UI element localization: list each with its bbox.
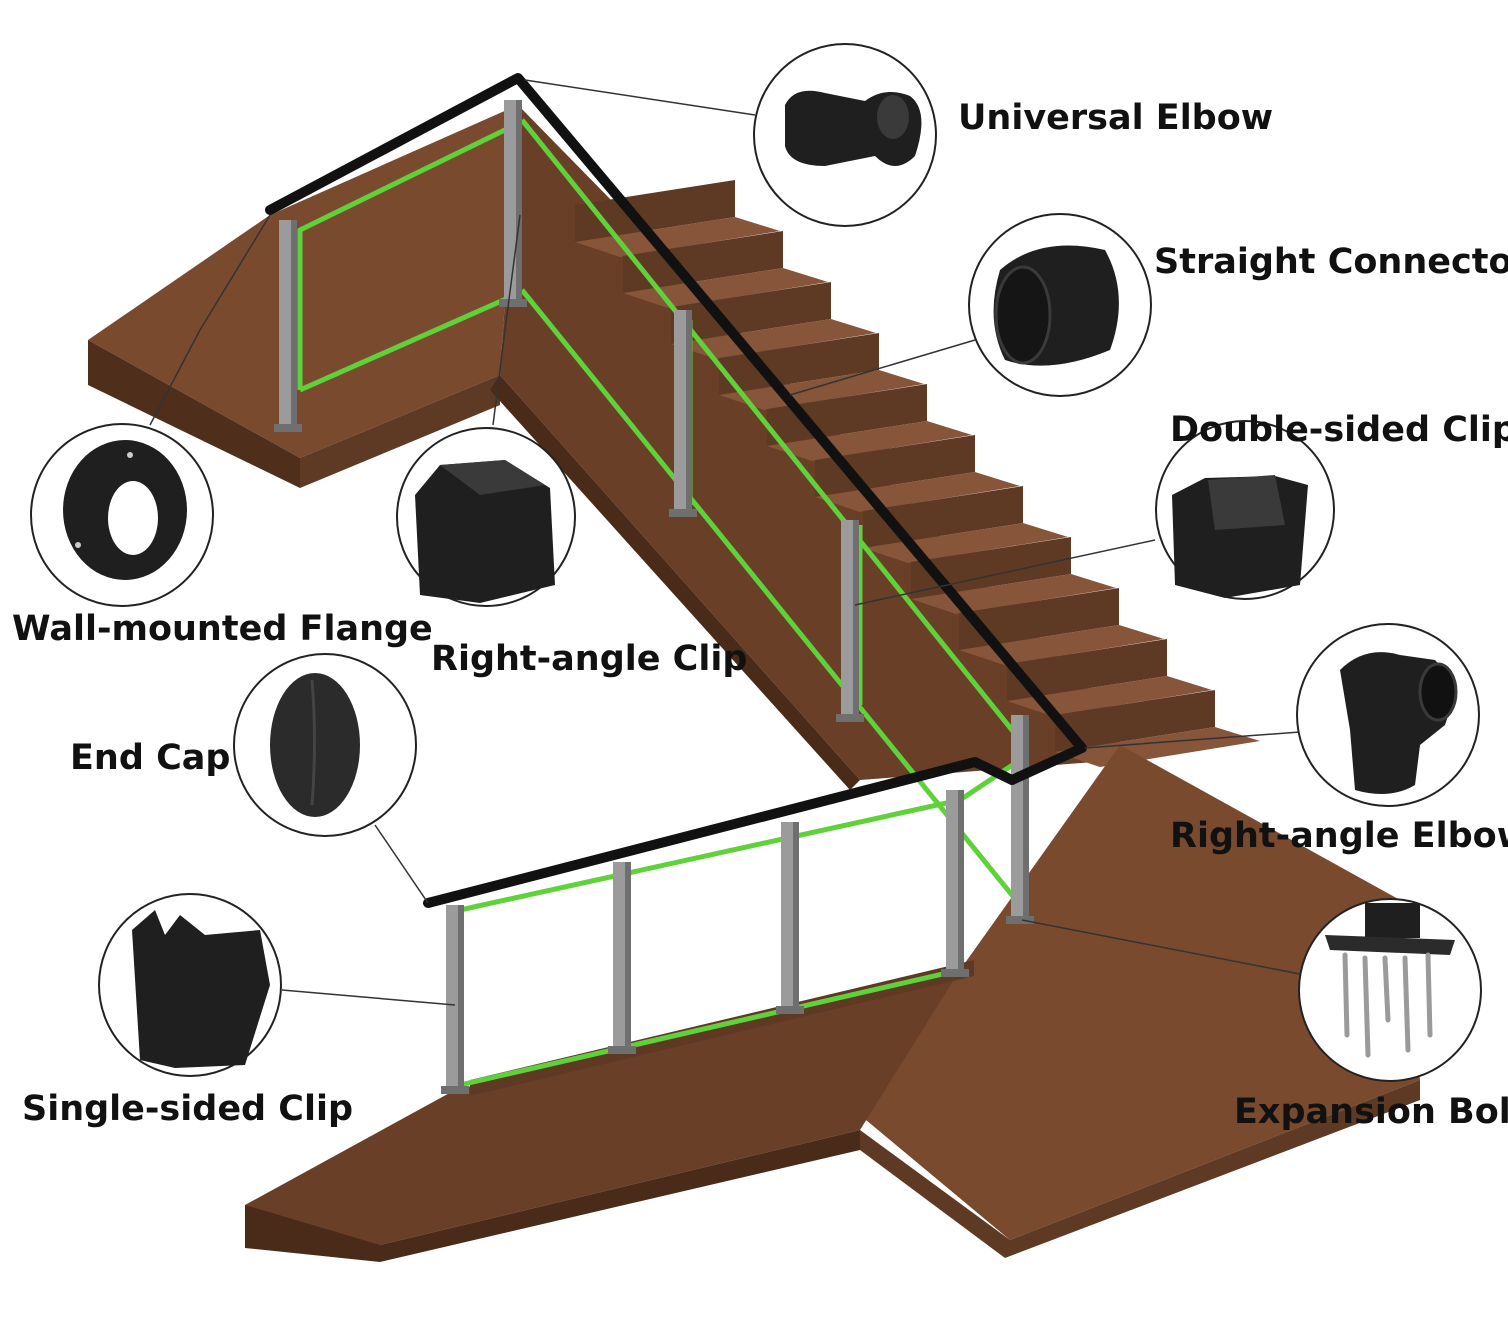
- label-straight-connector: Straight Connector: [1154, 242, 1508, 282]
- part-wall-mounted-flange: [30, 423, 214, 607]
- post-base-plate: [441, 1086, 469, 1094]
- railing-post-shade: [793, 822, 799, 1012]
- callout-line-universal-elbow: [524, 79, 756, 116]
- glass-turn: [958, 757, 1022, 803]
- callout-lines: [149, 79, 1306, 1006]
- post-base-plate: [274, 424, 302, 432]
- railing-post-shade: [625, 862, 631, 1052]
- upper-landing-side: [88, 340, 300, 488]
- label-single-sided-clip: Single-sided Clip: [22, 1089, 354, 1129]
- post-base-plate: [836, 714, 864, 722]
- lower-stair-body: [245, 970, 960, 1248]
- part-double-sided-clip: [1155, 420, 1335, 600]
- handrail-upper: [265, 73, 1087, 785]
- single-sided-clip-icon: [132, 910, 270, 1068]
- stair-tread: [623, 268, 828, 308]
- railing-post-shade: [958, 790, 964, 975]
- railing-post-shade: [1023, 715, 1029, 922]
- post-base-plate: [776, 1006, 804, 1014]
- expansion-bolt-icon: [1325, 903, 1455, 1058]
- stair-step: [719, 333, 879, 395]
- upper-stair-steps: [575, 180, 1260, 767]
- part-right-angle-clip: [396, 427, 576, 607]
- stair-tread: [959, 625, 1164, 665]
- callout-line-wall-flange: [149, 214, 271, 426]
- stair-tread: [1007, 676, 1212, 716]
- part-expansion-bolt: [1298, 898, 1482, 1082]
- right-angle-clip-icon: [415, 460, 555, 603]
- railing-post-shade: [458, 905, 464, 1092]
- stair-tread: [1055, 727, 1260, 767]
- railing-posts: [274, 100, 1034, 1094]
- stair-step: [1007, 639, 1167, 701]
- post-base-plate: [1006, 916, 1034, 924]
- upper-landing-front: [300, 375, 500, 488]
- upper-landing-top: [88, 105, 518, 458]
- post-base-plate: [499, 299, 527, 307]
- lower-stair-flight: [245, 970, 960, 1262]
- lower-landing-top: [800, 745, 1420, 1240]
- callout-line-right-angle-clip: [492, 214, 521, 426]
- part-universal-elbow: [753, 43, 937, 227]
- label-double-sided-clip: Double-sided Clip: [1170, 410, 1508, 450]
- handrail-lower: [423, 757, 1017, 908]
- label-wall-mounted-flange: Wall-mounted Flange: [12, 609, 433, 649]
- callout-line-right-angle-elbow: [1084, 731, 1301, 749]
- stair-step: [959, 588, 1119, 650]
- post-base-plate: [669, 509, 697, 517]
- label-expansion-bolt: Expansion Bolt: [1234, 1092, 1508, 1132]
- stair-step: [767, 384, 927, 446]
- railing-post-shade: [516, 100, 522, 305]
- stair-tread: [815, 472, 1020, 512]
- part-end-cap: [233, 653, 417, 837]
- label-right-angle-elbow: Right-angle Elbow: [1170, 816, 1508, 856]
- wall-flange-icon: [63, 440, 187, 580]
- stair-tread: [719, 370, 924, 410]
- railing-post-shade: [291, 220, 297, 430]
- label-universal-elbow: Universal Elbow: [958, 98, 1274, 138]
- part-single-sided-clip: [98, 893, 282, 1077]
- lower-landing: [800, 745, 1420, 1258]
- lower-stair-front: [245, 1130, 860, 1262]
- double-sided-clip-icon: [1172, 475, 1308, 598]
- handrail: [265, 73, 1087, 908]
- post-base-plate: [608, 1046, 636, 1054]
- callout-line-single-sided-clip: [281, 989, 456, 1006]
- callout-line-end-cap: [374, 824, 429, 904]
- callout-line-expansion-bolt: [1021, 919, 1306, 976]
- label-right-angle-clip: Right-angle Clip: [431, 639, 748, 679]
- railing-post-shade: [686, 310, 692, 515]
- stair-step: [1055, 690, 1215, 752]
- stair-tread: [671, 319, 876, 359]
- stair-tread: [767, 421, 972, 461]
- post-base-plate: [941, 969, 969, 977]
- railing-post-shade: [853, 520, 859, 720]
- callout-line-straight-connector: [789, 339, 976, 396]
- part-straight-connector: [968, 213, 1152, 397]
- label-end-cap: End Cap: [70, 738, 231, 778]
- right-angle-elbow-icon: [1340, 652, 1458, 794]
- stair-step: [575, 180, 735, 242]
- stair-step: [671, 282, 831, 344]
- callout-line-double-sided-clip: [854, 539, 1156, 606]
- stair-left-side: [490, 375, 860, 790]
- stair-step: [623, 231, 783, 293]
- upper-landing: [88, 105, 518, 488]
- part-right-angle-elbow: [1296, 623, 1480, 807]
